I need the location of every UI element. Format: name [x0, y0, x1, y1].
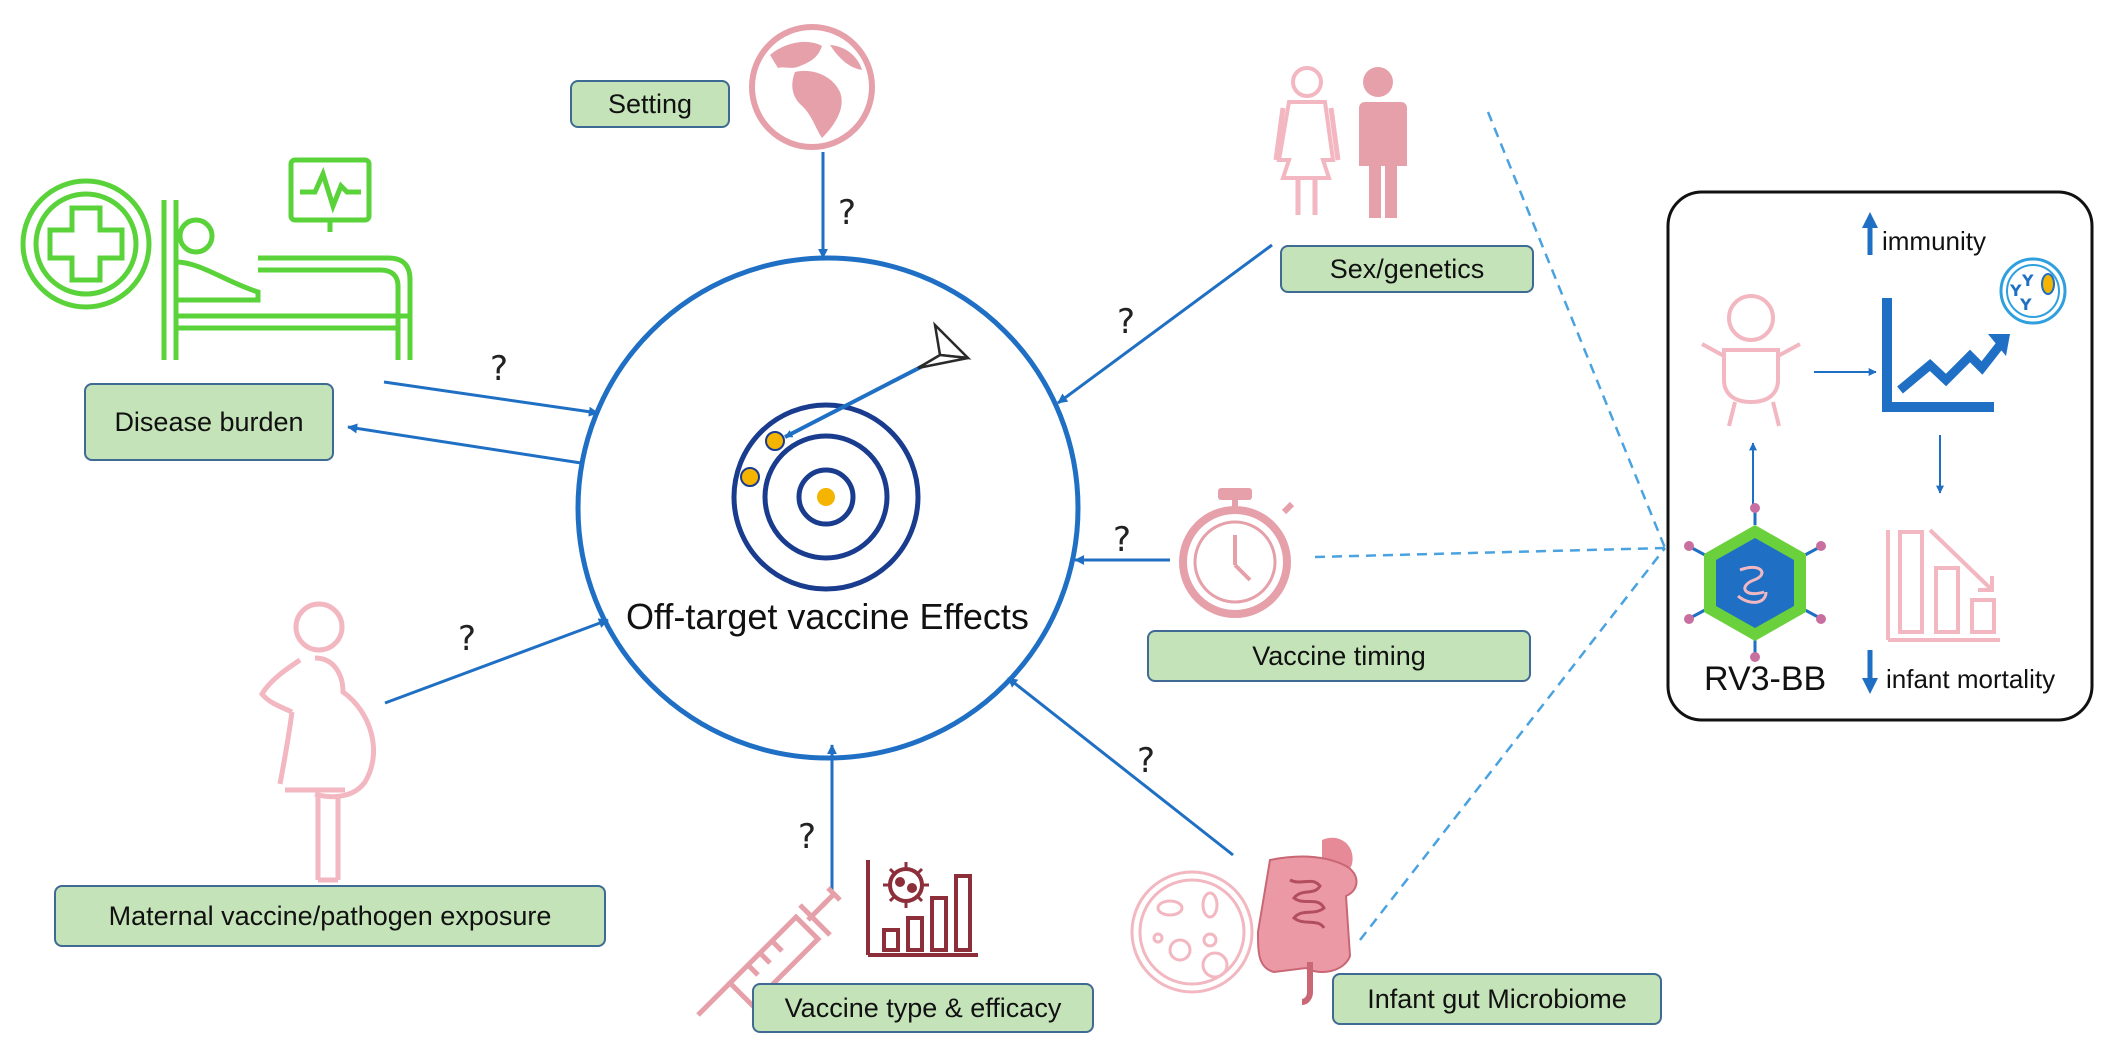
arrow-microbiome: [1007, 676, 1234, 857]
label-vaccine-timing: Vaccine timing: [1147, 630, 1531, 682]
panel-mortality-label: infant mortality: [1886, 664, 2056, 694]
question-mark-sex: ?: [1117, 302, 1136, 342]
question-mark-vaccine-type: ?: [798, 817, 817, 857]
label-maternal-exposure: Maternal vaccine/pathogen exposure: [54, 885, 606, 947]
dashed-line-timing: [1314, 546, 1666, 559]
globe-icon: [749, 24, 875, 150]
antibody-cell-icon: Y Y Y: [1999, 257, 2067, 325]
label-vaccine-type: Vaccine type & efficacy: [752, 983, 1094, 1033]
panel-vaccine-label: RV3-BB: [1704, 660, 1827, 698]
arrows: [347, 152, 1273, 898]
arrow-disease-in: [383, 380, 599, 417]
dashed-line-sex: [1486, 111, 1667, 549]
syringe-icon: [696, 886, 842, 1017]
question-mark-maternal: ?: [458, 619, 477, 659]
declining-chart-icon: [1886, 528, 2000, 642]
panel-arrows: [1862, 212, 1878, 694]
svg-text:Y: Y: [2009, 281, 2022, 300]
virus-chart-icon: [866, 860, 978, 957]
question-mark-disease: ?: [490, 349, 509, 389]
petri-dish-icon: [1130, 870, 1254, 994]
question-mark-timing: ?: [1113, 520, 1132, 560]
target-icon: [731, 321, 972, 592]
question-mark-microbiome: ?: [1137, 741, 1156, 781]
pregnant-woman-icon: [258, 601, 376, 883]
label-infant-gut-microbiome: Infant gut Microbiome: [1332, 973, 1662, 1025]
rotavirus-icon: [1684, 503, 1826, 662]
center-circle: [575, 255, 1081, 761]
dashed-connectors: [1314, 111, 1667, 941]
panel-immunity-label: immunity: [1882, 226, 1987, 256]
svg-text:Y: Y: [2021, 271, 2034, 290]
dashed-line-microbiome: [1359, 547, 1666, 941]
arrow-maternal: [384, 618, 609, 705]
sex-genetics-icon: [1273, 66, 1407, 218]
arrow-sex: [1057, 243, 1273, 405]
stopwatch-icon: [1179, 488, 1295, 618]
label-disease-burden: Disease burden: [84, 383, 334, 461]
rising-graph-icon: [1882, 298, 2010, 412]
baby-icon: [1701, 294, 1801, 427]
intestine-icon: [1256, 837, 1358, 1005]
arrow-disease-out: [347, 423, 582, 465]
label-setting: Setting: [570, 80, 730, 128]
center-title: Off-target vaccine Effects: [626, 596, 1029, 637]
label-sex-genetics: Sex/genetics: [1280, 245, 1534, 293]
hospital-icon: [20, 157, 413, 360]
question-mark-setting: ?: [838, 193, 857, 233]
svg-text:Y: Y: [2019, 295, 2032, 314]
